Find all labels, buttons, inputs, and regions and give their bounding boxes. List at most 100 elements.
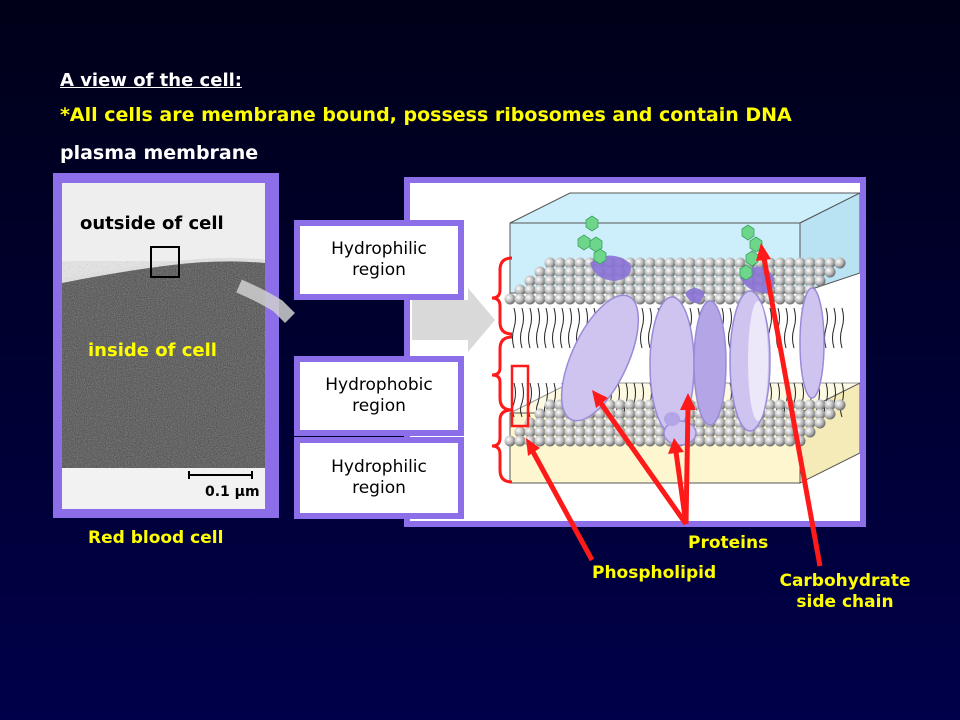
phospholipid-head [824,408,836,420]
phospholipid-head [544,417,556,429]
phospholipid-head [634,275,646,287]
phospholipid-head [704,426,716,438]
phospholipid-head [814,417,826,429]
phospholipid-head [734,257,746,269]
phospholipid-head [824,399,836,411]
proteins-label: Proteins [688,533,769,553]
phospholipid-head [724,275,736,287]
phospholipid-head [534,266,546,278]
phospholipid-head [514,426,526,438]
phospholipid-head [554,284,566,296]
phospholipid-head [544,408,556,420]
phospholipid-head [604,435,616,447]
phospholipid-head [684,266,696,278]
section-label: plasma membrane [60,142,259,164]
phospholipid-head [544,266,556,278]
phospholipid-head [714,426,726,438]
phospholipid-head [664,275,676,287]
phospholipid-head [574,257,586,269]
phospholipid-head [604,284,616,296]
phospholipid-head [564,266,576,278]
phospholipid-head [544,399,556,411]
phospholipid-head [564,257,576,269]
phospholipid-head [544,284,556,296]
phospholipid-head [664,266,676,278]
phospholipid-head [634,293,646,305]
phospholipid-head [544,257,556,269]
phospholipid-head [724,266,736,278]
phospholipid-head [774,293,786,305]
phospholipid-head [834,257,846,269]
phospholipid-head [664,284,676,296]
phospholipid-head [584,293,596,305]
phospholipid-head [644,266,656,278]
phospholipid-head [654,275,666,287]
page-title: A view of the cell: [60,70,242,91]
phospholipid-head [704,266,716,278]
phospholipid-head [574,284,586,296]
rbc-caption: Red blood cell [88,528,224,548]
phospholipid-head [724,399,736,411]
phospholipid-head [554,266,566,278]
phospholipid-head [704,284,716,296]
phospholipid-head [724,293,736,305]
phospholipid-head [654,293,666,305]
phospholipid-head [524,284,536,296]
phospholipid-head [584,435,596,447]
phospholipid-head [584,426,596,438]
phospholipid-head [824,257,836,269]
phospholipid-head [824,266,836,278]
phospholipid-head [714,293,726,305]
phospholipid-head [534,417,546,429]
phospholipid-head [554,275,566,287]
phospholipid-head [744,435,756,447]
phospholipid-head [674,266,686,278]
phospholipid-head [524,435,536,447]
phospholipid-head [714,417,726,429]
phospholipid-head [564,284,576,296]
region-hydrophilic-top: Hydrophilic region [294,220,464,300]
phospholipid-head [544,426,556,438]
phospholipid-head [634,257,646,269]
phospholipid-head [714,284,726,296]
scale-bar-label: 0.1 µm [205,484,260,500]
phospholipid-head [554,417,566,429]
phospholipid-head [554,408,566,420]
phospholipid-head [574,275,586,287]
phospholipid-head [694,417,706,429]
phospholipid-head [724,435,736,447]
phospholipid-head [544,293,556,305]
phospholipid-head [714,257,726,269]
phospholipid-head [694,275,706,287]
phospholipid-head [554,293,566,305]
phospholipid-head [644,435,656,447]
phospholipid-head [584,284,596,296]
phospholipid-head [694,257,706,269]
phospholipid-head [594,284,606,296]
phospholipid-head [534,275,546,287]
phospholipid-head [644,257,656,269]
phospholipid-head [674,284,686,296]
phospholipid-head [834,399,846,411]
phospholipid-head [724,257,736,269]
phospholipid-head [624,275,636,287]
phospholipid-head [534,293,546,305]
phospholipid-head [784,435,796,447]
phospholipid-head [634,435,646,447]
phospholipid-head [574,266,586,278]
phospholipid-head [514,284,526,296]
phospholipid-head [794,435,806,447]
phospholipid-head [694,435,706,447]
phospholipid-head [524,275,536,287]
phospholipid-head [654,257,666,269]
phospholipid-head [734,435,746,447]
phospholipid-head [804,426,816,438]
phospholipid-head [714,435,726,447]
phospholipid-head [504,293,516,305]
phospholipid-head [694,426,706,438]
phospholipid-head [664,257,676,269]
phospholipid-head [674,275,686,287]
phospholipid-head [544,275,556,287]
phospholipid-head [574,435,586,447]
phospholipid-head [564,426,576,438]
